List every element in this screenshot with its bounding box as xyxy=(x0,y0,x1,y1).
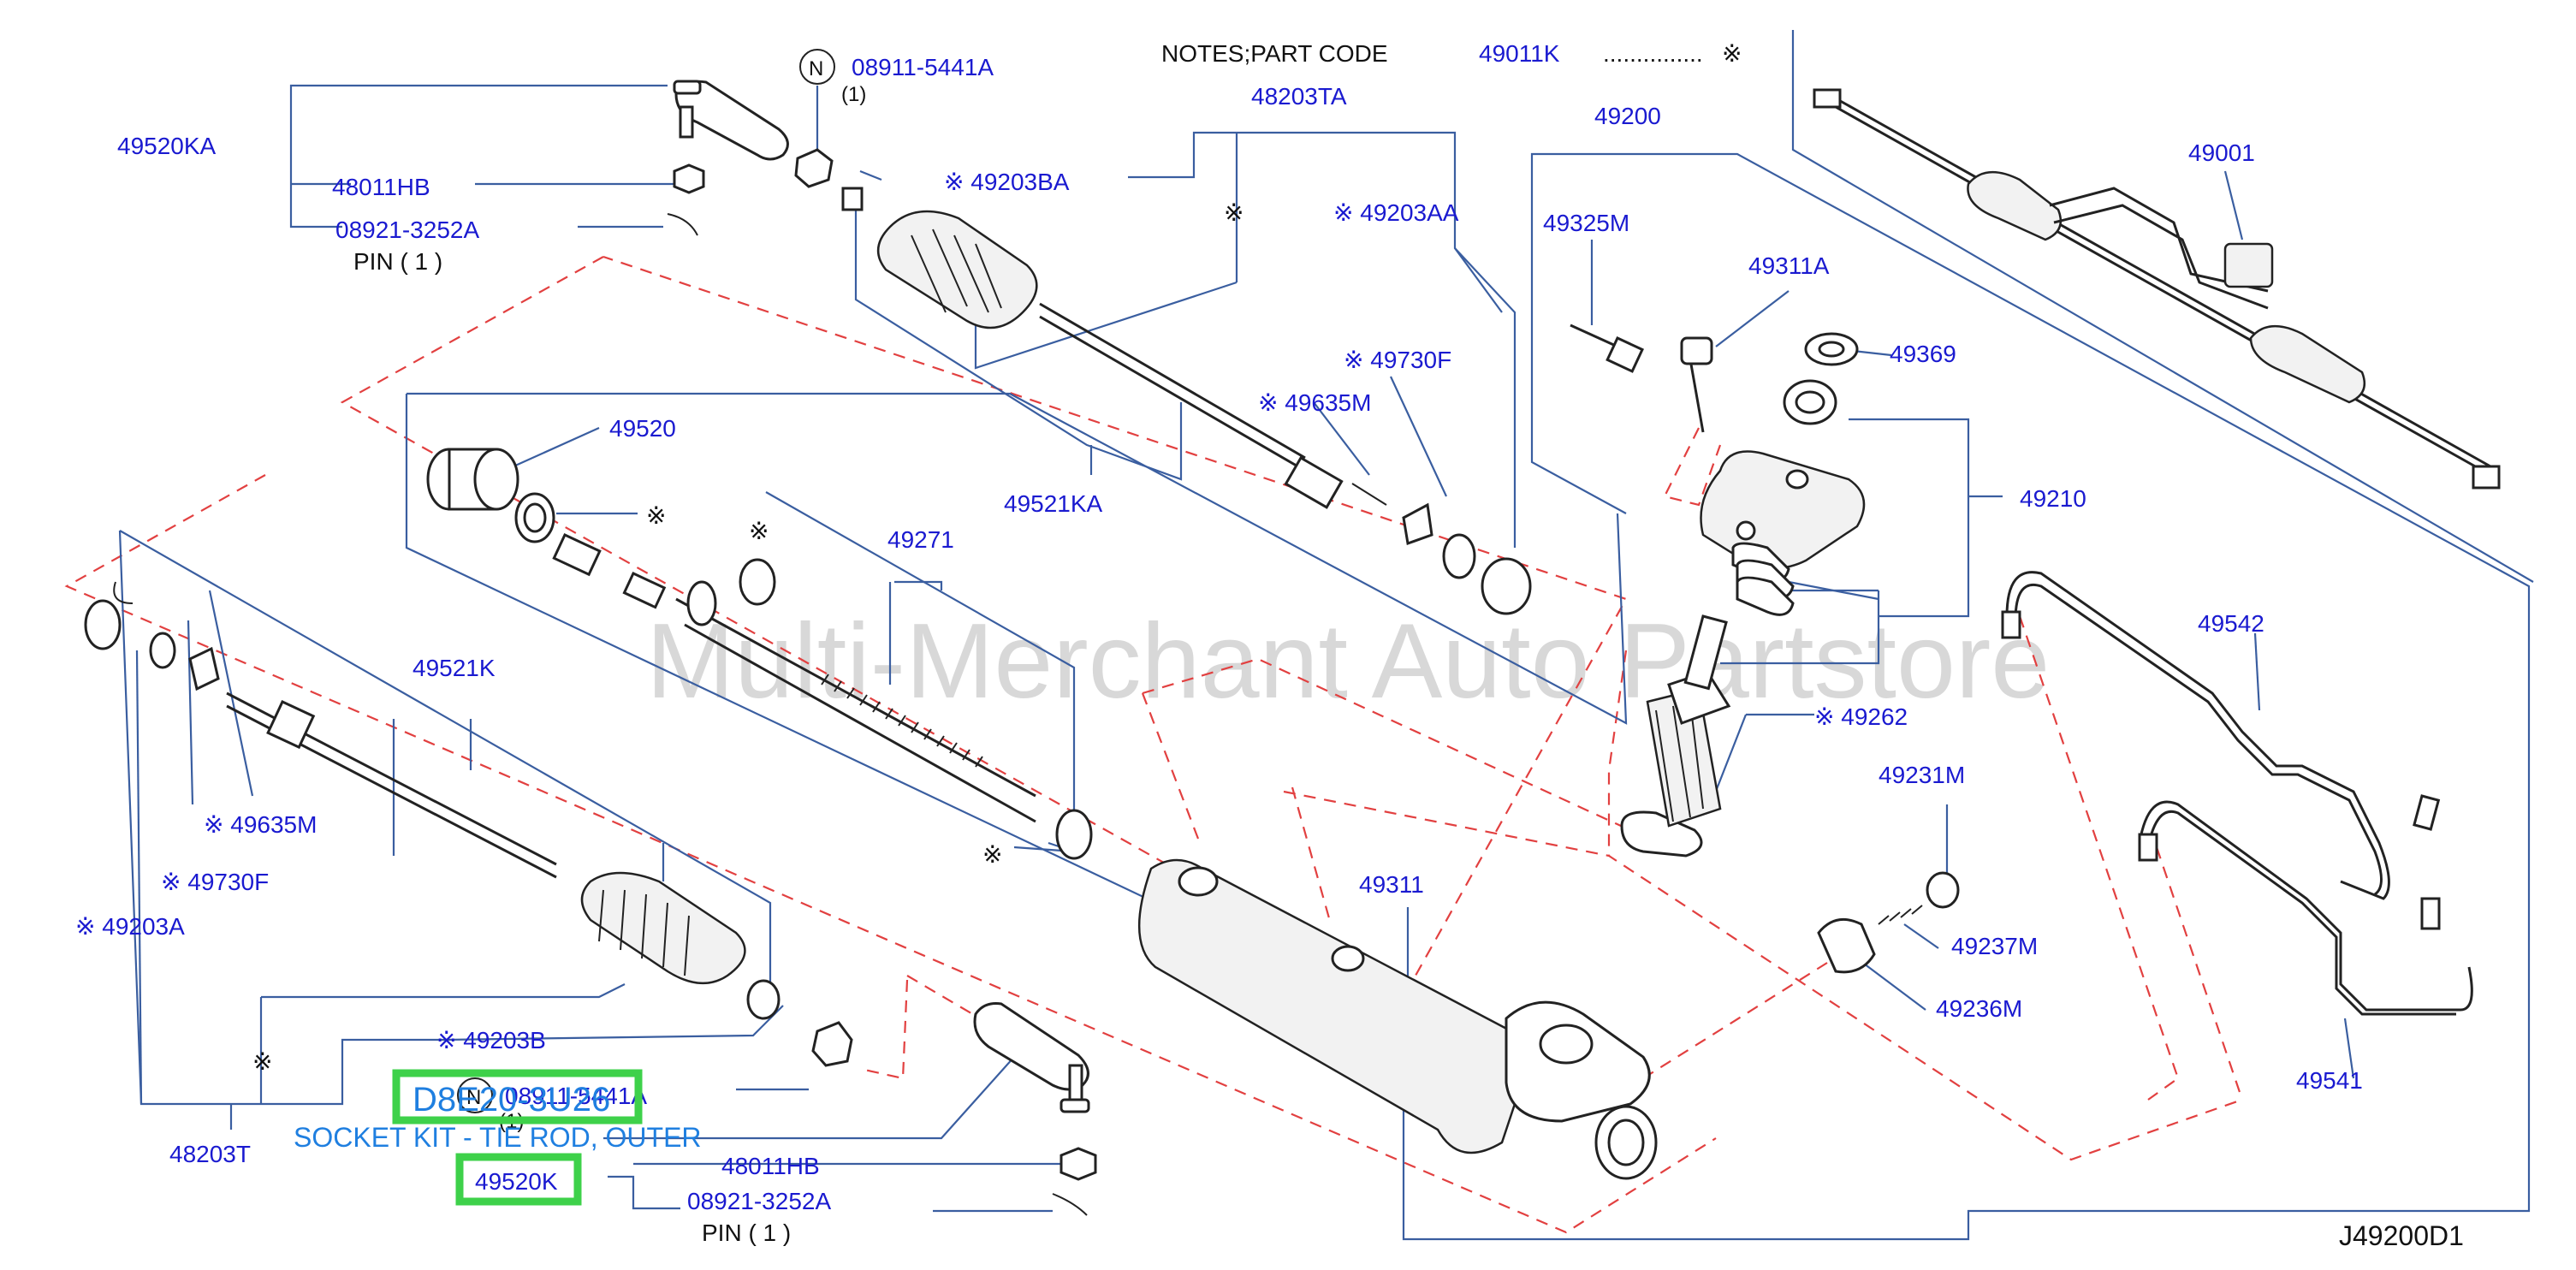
label-49236m[interactable]: 49236M xyxy=(1936,995,2022,1022)
ring-49730f-top xyxy=(1442,533,1476,579)
adjuster-parts xyxy=(1817,871,1960,974)
label-49237m[interactable]: 49237M xyxy=(1951,933,2038,959)
label-49311a[interactable]: 49311A xyxy=(1748,252,1830,279)
highlight-part-number[interactable]: D8E20-3U26 xyxy=(413,1081,610,1119)
label-49730f-bot[interactable]: ※ 49730F xyxy=(161,869,269,895)
watermark-text: Multi-Merchant Auto Partstore xyxy=(646,602,2050,721)
label-49311[interactable]: 49311 xyxy=(1359,871,1424,898)
label-49521ka[interactable]: 49521KA xyxy=(1004,490,1103,517)
notes-dots: ............... xyxy=(1603,40,1703,67)
bushing-49520 xyxy=(426,448,555,543)
notes-mark: ※ xyxy=(1722,40,1742,67)
label-48011hb-top[interactable]: 48011HB xyxy=(332,174,430,200)
mark-49271-ring: ※ xyxy=(749,518,769,544)
label-49210[interactable]: 49210 xyxy=(2020,485,2086,512)
clamp-49203aa xyxy=(1481,557,1532,615)
outer-tie-rod-top xyxy=(667,80,864,236)
label-48203ta[interactable]: 48203TA xyxy=(1251,83,1347,110)
outer-tie-rod-bottom xyxy=(811,1002,1097,1216)
highlight-overlay: D8E20-3U26 SOCKET KIT - TIE ROD, OUTER 4… xyxy=(294,1069,702,1206)
assembly-outlines xyxy=(64,255,2244,1234)
inner-tie-rod-bottom xyxy=(84,581,781,1020)
label-08911-top[interactable]: 08911-5441A xyxy=(852,54,994,80)
boot-top xyxy=(877,210,1387,509)
mark-48203t: ※ xyxy=(252,1048,272,1075)
label-qty-top: (1) xyxy=(841,83,866,106)
diagram-code: J49200D1 xyxy=(2339,1220,2464,1251)
label-08921-top[interactable]: 08921-3252A xyxy=(335,217,479,243)
pinion-49262 xyxy=(1620,614,1731,858)
n-circle-top xyxy=(799,49,835,85)
highlight-box-part-number[interactable] xyxy=(392,1069,643,1125)
label-49203b[interactable]: ※ 49203B xyxy=(436,1027,546,1053)
label-49203aa[interactable]: ※ 49203AA xyxy=(1333,199,1459,226)
gear-assembly-49001 xyxy=(1813,88,2501,490)
label-08911-bot[interactable]: 08911-5441A xyxy=(505,1083,647,1109)
label-49203ba[interactable]: ※ 49203BA xyxy=(944,169,1070,195)
label-49521k[interactable]: 49521K xyxy=(413,655,496,681)
label-49542[interactable]: 49542 xyxy=(2198,610,2264,637)
pipes xyxy=(2001,571,2473,1016)
notes-code: 49011K xyxy=(1479,40,1560,67)
label-49325m[interactable]: 49325M xyxy=(1543,210,1629,236)
label-08921-bot[interactable]: 08921-3252A xyxy=(687,1188,831,1214)
valve-housing-49210 xyxy=(1700,332,1866,616)
part-labels: 49520KA 48011HB 08921-3252A PIN ( 1 ) N … xyxy=(75,49,2464,1251)
label-49271[interactable]: 49271 xyxy=(887,526,954,553)
label-49635m-top[interactable]: ※ 49635M xyxy=(1258,389,1371,416)
notes-header: NOTES;PART CODE 49011K ............... ※ xyxy=(1161,40,1742,67)
bolts xyxy=(1570,323,1713,433)
mark-49520-ring: ※ xyxy=(646,502,666,529)
label-49520[interactable]: 49520 xyxy=(609,415,676,442)
label-48011hb-bot[interactable]: 48011HB xyxy=(721,1153,820,1179)
label-48203t[interactable]: 48203T xyxy=(169,1141,251,1167)
n-circle-top-text: N xyxy=(809,57,823,80)
label-49231m[interactable]: 49231M xyxy=(1879,762,1965,788)
highlight-box-49520k[interactable] xyxy=(455,1153,582,1206)
label-pin-bot: PIN ( 1 ) xyxy=(702,1220,791,1246)
mark-48203ta: ※ xyxy=(1224,199,1243,226)
label-49203a[interactable]: ※ 49203A xyxy=(75,913,185,940)
highlight-description: SOCKET KIT - TIE ROD, OUTER xyxy=(294,1122,702,1153)
mark-49271-seal: ※ xyxy=(982,841,1002,868)
label-49635m-bot[interactable]: ※ 49635M xyxy=(204,811,317,838)
label-pin-top: PIN ( 1 ) xyxy=(353,248,442,275)
label-49520ka[interactable]: 49520KA xyxy=(117,133,217,159)
label-49541[interactable]: 49541 xyxy=(2296,1067,2363,1094)
n-circle-bot-text: N xyxy=(466,1086,481,1109)
leader-lines xyxy=(118,30,2534,1241)
part-drawings xyxy=(84,80,2501,1216)
label-49730f-top[interactable]: ※ 49730F xyxy=(1344,347,1451,373)
rack-shaft-49271 xyxy=(552,533,1093,860)
washer-49635m-top xyxy=(1402,502,1433,546)
label-49200[interactable]: 49200 xyxy=(1594,103,1661,129)
gear-housing-49311 xyxy=(1138,858,1658,1180)
notes-label: NOTES;PART CODE xyxy=(1161,40,1388,67)
label-49262[interactable]: ※ 49262 xyxy=(1814,703,1908,730)
label-49369[interactable]: 49369 xyxy=(1890,341,1956,367)
n-circle-bot xyxy=(457,1077,493,1113)
label-49520k[interactable]: 49520K xyxy=(475,1168,558,1195)
label-49001[interactable]: 49001 xyxy=(2188,139,2255,166)
